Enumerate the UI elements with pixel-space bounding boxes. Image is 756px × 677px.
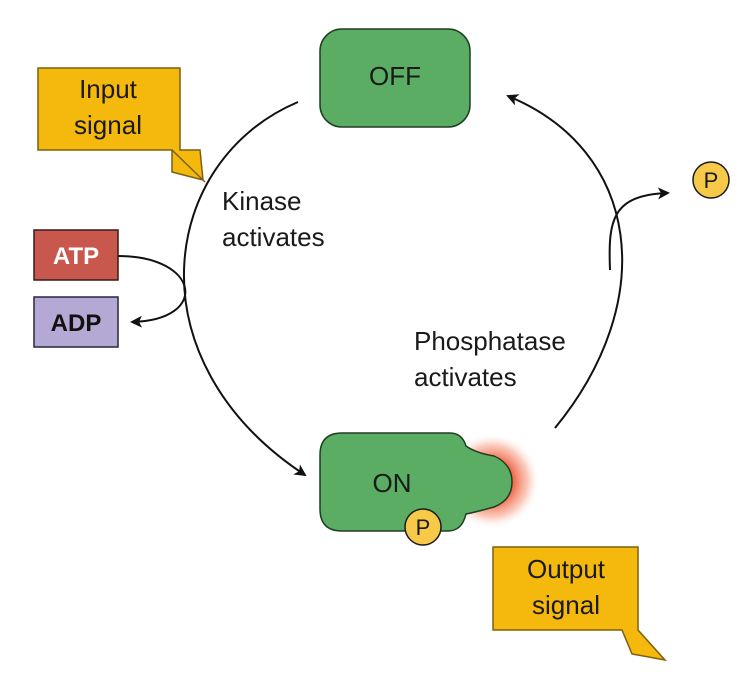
on-protein: ON bbox=[319, 432, 540, 532]
input-signal-line2: signal bbox=[74, 110, 142, 140]
atp-label: ATP bbox=[53, 243, 99, 270]
phosphatase-label-line2: activates bbox=[414, 362, 517, 392]
released-phosphate-label: P bbox=[704, 168, 719, 193]
phosphate-release-arrow bbox=[608, 187, 670, 271]
off-label: OFF bbox=[369, 61, 421, 91]
kinase-arrow bbox=[183, 101, 307, 477]
kinase-label-line2: activates bbox=[222, 222, 325, 252]
atp-box: ATP bbox=[33, 229, 119, 281]
adp-box: ADP bbox=[33, 296, 119, 348]
input-signal-line1: Input bbox=[79, 74, 138, 104]
released-phosphate: P bbox=[692, 161, 730, 199]
kinase-label-line1: Kinase bbox=[222, 186, 302, 216]
output-signal-callout: Output signal bbox=[492, 546, 668, 662]
adp-label: ADP bbox=[51, 310, 102, 337]
phosphatase-label-line1: Phosphatase bbox=[414, 326, 566, 356]
atp-to-adp-arrow bbox=[117, 255, 187, 328]
phosphatase-arrow bbox=[506, 94, 623, 429]
bound-phosphate-label: P bbox=[416, 515, 431, 540]
off-protein: OFF bbox=[319, 28, 471, 128]
output-signal-line1: Output bbox=[527, 554, 606, 584]
input-signal-callout: Input signal bbox=[37, 67, 206, 183]
output-signal-line2: signal bbox=[532, 590, 600, 620]
bound-phosphate: P bbox=[404, 508, 442, 546]
on-label: ON bbox=[373, 468, 412, 498]
